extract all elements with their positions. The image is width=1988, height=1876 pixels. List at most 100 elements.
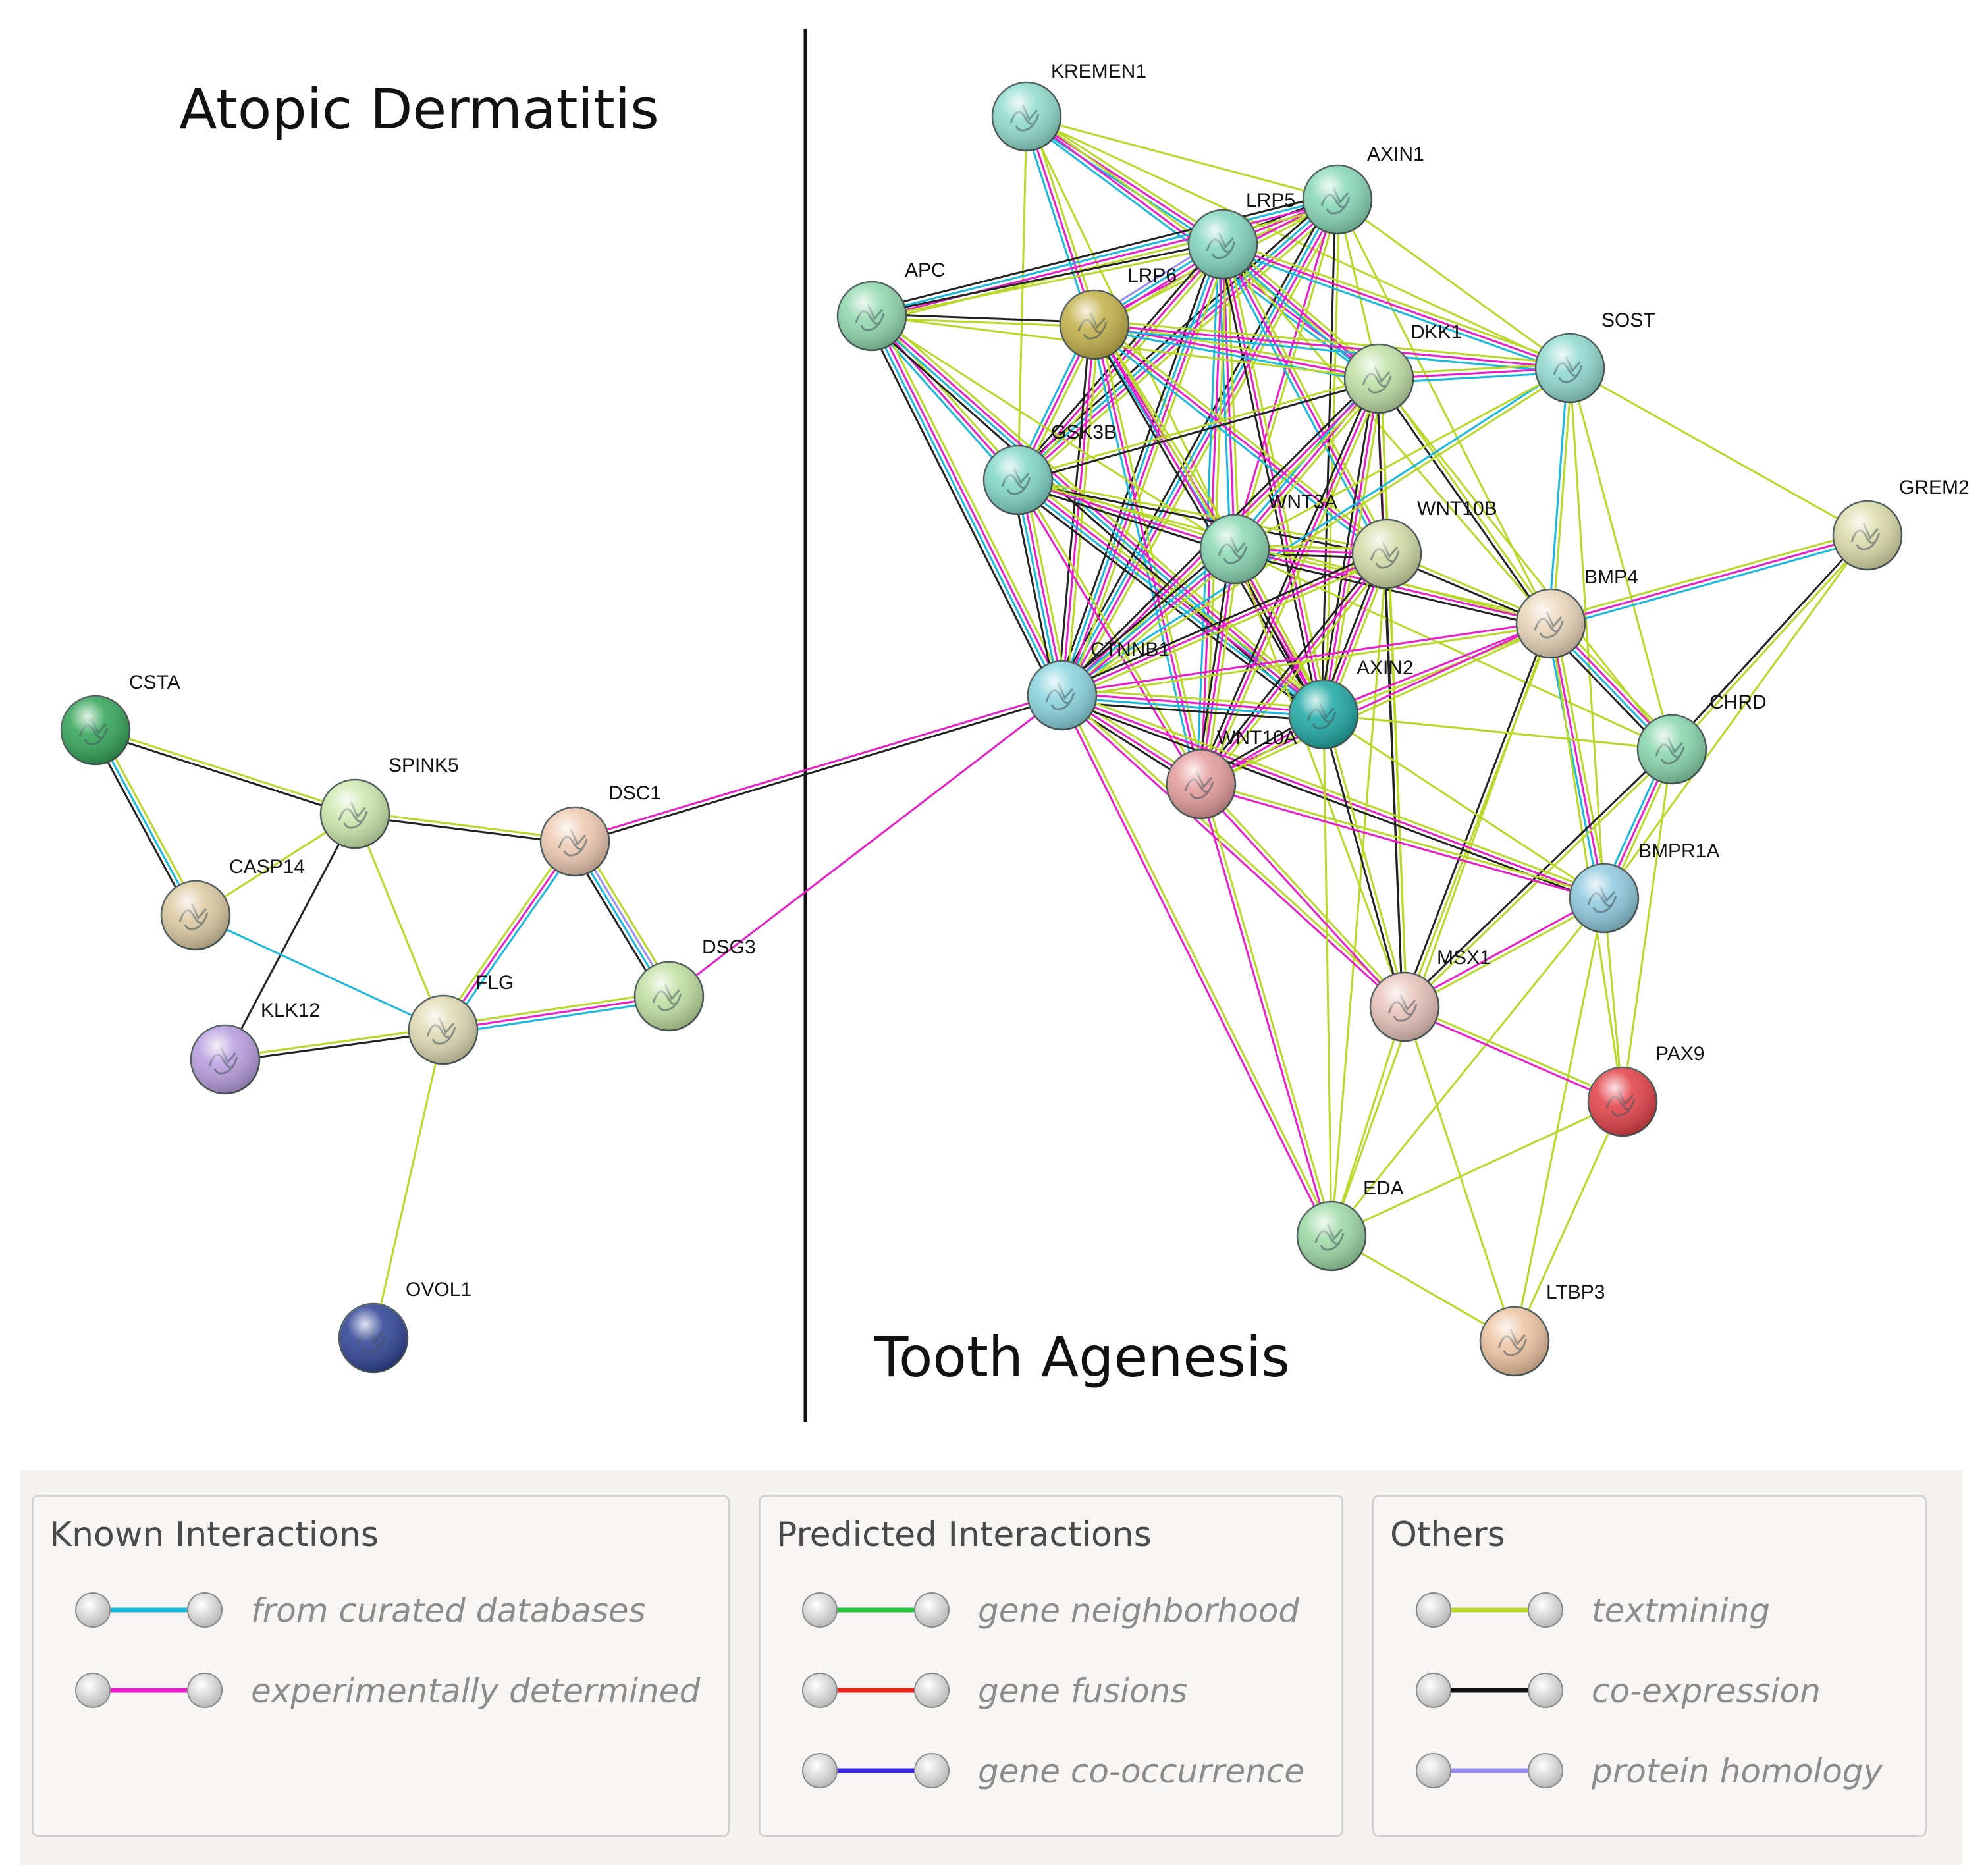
node-klk12[interactable]: KLK12: [190, 1000, 320, 1095]
edge-line: [872, 245, 1224, 319]
edge-line: [1405, 1004, 1624, 1101]
edge-line: [869, 316, 1061, 697]
edge-line: [1017, 116, 1028, 481]
node-ctnnb1[interactable]: CTNNB1: [1027, 639, 1169, 731]
node-lrp6[interactable]: LRP6: [1059, 265, 1177, 360]
edge-line: [1237, 381, 1384, 553]
edge-line: [1200, 553, 1388, 785]
edge-line: [1067, 201, 1344, 699]
node-sost[interactable]: SOST: [1534, 309, 1655, 404]
edge-line: [1198, 785, 1404, 1009]
edge-line: [1337, 198, 1571, 369]
node-chrd[interactable]: CHRD: [1636, 691, 1767, 785]
node-msx1[interactable]: MSX1: [1369, 947, 1491, 1042]
edge-line: [1094, 319, 1571, 365]
edge-line: [1093, 327, 1379, 384]
node-gloss: [1833, 501, 1902, 570]
edge-gsk3b-dkk1: [1017, 375, 1380, 483]
node-casp14[interactable]: CASP14: [160, 856, 305, 951]
edge-line: [1059, 243, 1222, 695]
node-wnt10b[interactable]: WNT10B: [1351, 498, 1497, 589]
edge-bmp4-eda: [1330, 623, 1552, 1237]
node-label: WNT10A: [1217, 727, 1297, 749]
edge-spink5-klk12: [224, 813, 356, 1060]
edge-wnt3a-msx1: [1233, 549, 1406, 1007]
node-ltbp3[interactable]: LTBP3: [1479, 1281, 1605, 1377]
edge-lrp6-apc: [871, 313, 1095, 328]
edge-sost-ctnnb1: [1060, 365, 1572, 698]
node-gloss: [1588, 1067, 1657, 1136]
node-label: DSC1: [608, 782, 661, 804]
edge-bmp4-bmpr1a: [1545, 622, 1609, 899]
node-wnt3a[interactable]: WNT3A: [1199, 491, 1337, 585]
node-dsc1[interactable]: DSC1: [539, 782, 661, 877]
edge-dkk1-wnt10a: [1196, 376, 1384, 787]
node-pax9[interactable]: PAX9: [1587, 1043, 1705, 1137]
node-csta[interactable]: CSTA: [60, 672, 180, 766]
node-label: CASP14: [229, 856, 305, 878]
edge-dsc1-ctnnb1: [574, 692, 1063, 845]
node-bmp4[interactable]: BMP4: [1515, 566, 1638, 659]
edge-lrp6-sost: [1094, 319, 1571, 373]
edge-msx1-ltbp3: [1403, 1006, 1516, 1342]
edge-line: [1062, 624, 1551, 699]
edge-line: [1569, 367, 1868, 537]
node-spink5[interactable]: SPINK5: [319, 755, 459, 849]
edge-sost-wnt3a: [1234, 367, 1571, 550]
node-gloss: [1200, 515, 1269, 583]
node-gloss: [1297, 1202, 1366, 1270]
edge-sost-bmpr1a: [1569, 367, 1605, 899]
edge-line: [1016, 481, 1323, 717]
node-bmpr1a[interactable]: BMPR1A: [1569, 840, 1719, 934]
edge-line: [873, 313, 1326, 714]
edge-apc-dkk1: [871, 315, 1380, 380]
node-gsk3b[interactable]: GSK3B: [982, 421, 1117, 516]
fusions-swatch-icon: [802, 1673, 950, 1708]
node-eda[interactable]: EDA: [1296, 1177, 1404, 1272]
edge-line: [871, 196, 1337, 315]
edge-gsk3b-ctnnb1: [1010, 478, 1070, 697]
edge-ctnnb1-msx1: [1060, 693, 1407, 1009]
edge-line: [1060, 698, 1603, 903]
edge-axin2-chrd: [1323, 713, 1673, 751]
edge-line: [1403, 1007, 1623, 1105]
node-gloss: [409, 996, 477, 1064]
node-wnt10a[interactable]: WNT10A: [1166, 727, 1297, 820]
edge-kremen1-lrp5: [1023, 112, 1226, 249]
legend-panel: Known Interactions from curated database…: [20, 1470, 1962, 1865]
edge-axin2-eda: [1322, 714, 1333, 1237]
node-flg[interactable]: FLG: [408, 972, 514, 1065]
node-apc[interactable]: APC: [836, 259, 946, 352]
edge-csta-spink5: [94, 727, 356, 817]
edge-line: [1061, 701, 1324, 722]
node-kremen1[interactable]: KREMEN1: [991, 61, 1146, 152]
node-ovol1[interactable]: OVOL1: [338, 1279, 471, 1374]
node-label: MSX1: [1437, 947, 1491, 969]
edge-line: [1384, 554, 1404, 1007]
legend-label-curated: from curated databases: [251, 1592, 646, 1630]
edge-line: [1551, 368, 1573, 624]
edge-line: [1018, 477, 1387, 553]
node-dkk1[interactable]: DKK1: [1343, 321, 1462, 414]
legend-group-others: Others textmining co-expression protein …: [1372, 1495, 1927, 1837]
node-label: AXIN1: [1367, 144, 1424, 165]
edge-line: [439, 838, 572, 1029]
edge-line: [1225, 243, 1329, 714]
edge-line: [865, 318, 1058, 699]
edge-line: [1015, 480, 1061, 697]
edge-line: [1093, 324, 1202, 785]
edge-line: [1062, 692, 1324, 714]
network-diagram: Atopic Dermatitis Tooth Agenesis KREMEN1…: [60, 29, 1970, 1422]
node-lrp5[interactable]: LRP5: [1187, 190, 1295, 280]
edge-line: [1549, 530, 1867, 621]
edge-line: [1673, 536, 1870, 752]
node-axin1[interactable]: AXIN1: [1302, 144, 1424, 235]
node-gloss: [1353, 520, 1421, 588]
node-axin2[interactable]: AXIN2: [1288, 657, 1414, 750]
node-label: CHRD: [1709, 691, 1767, 713]
node-dsg3[interactable]: DSG3: [633, 936, 756, 1032]
node-gloss: [1060, 290, 1129, 359]
node-gloss: [1303, 165, 1372, 234]
node-grem2[interactable]: GREM2: [1832, 477, 1970, 571]
edge-line: [1017, 479, 1235, 550]
